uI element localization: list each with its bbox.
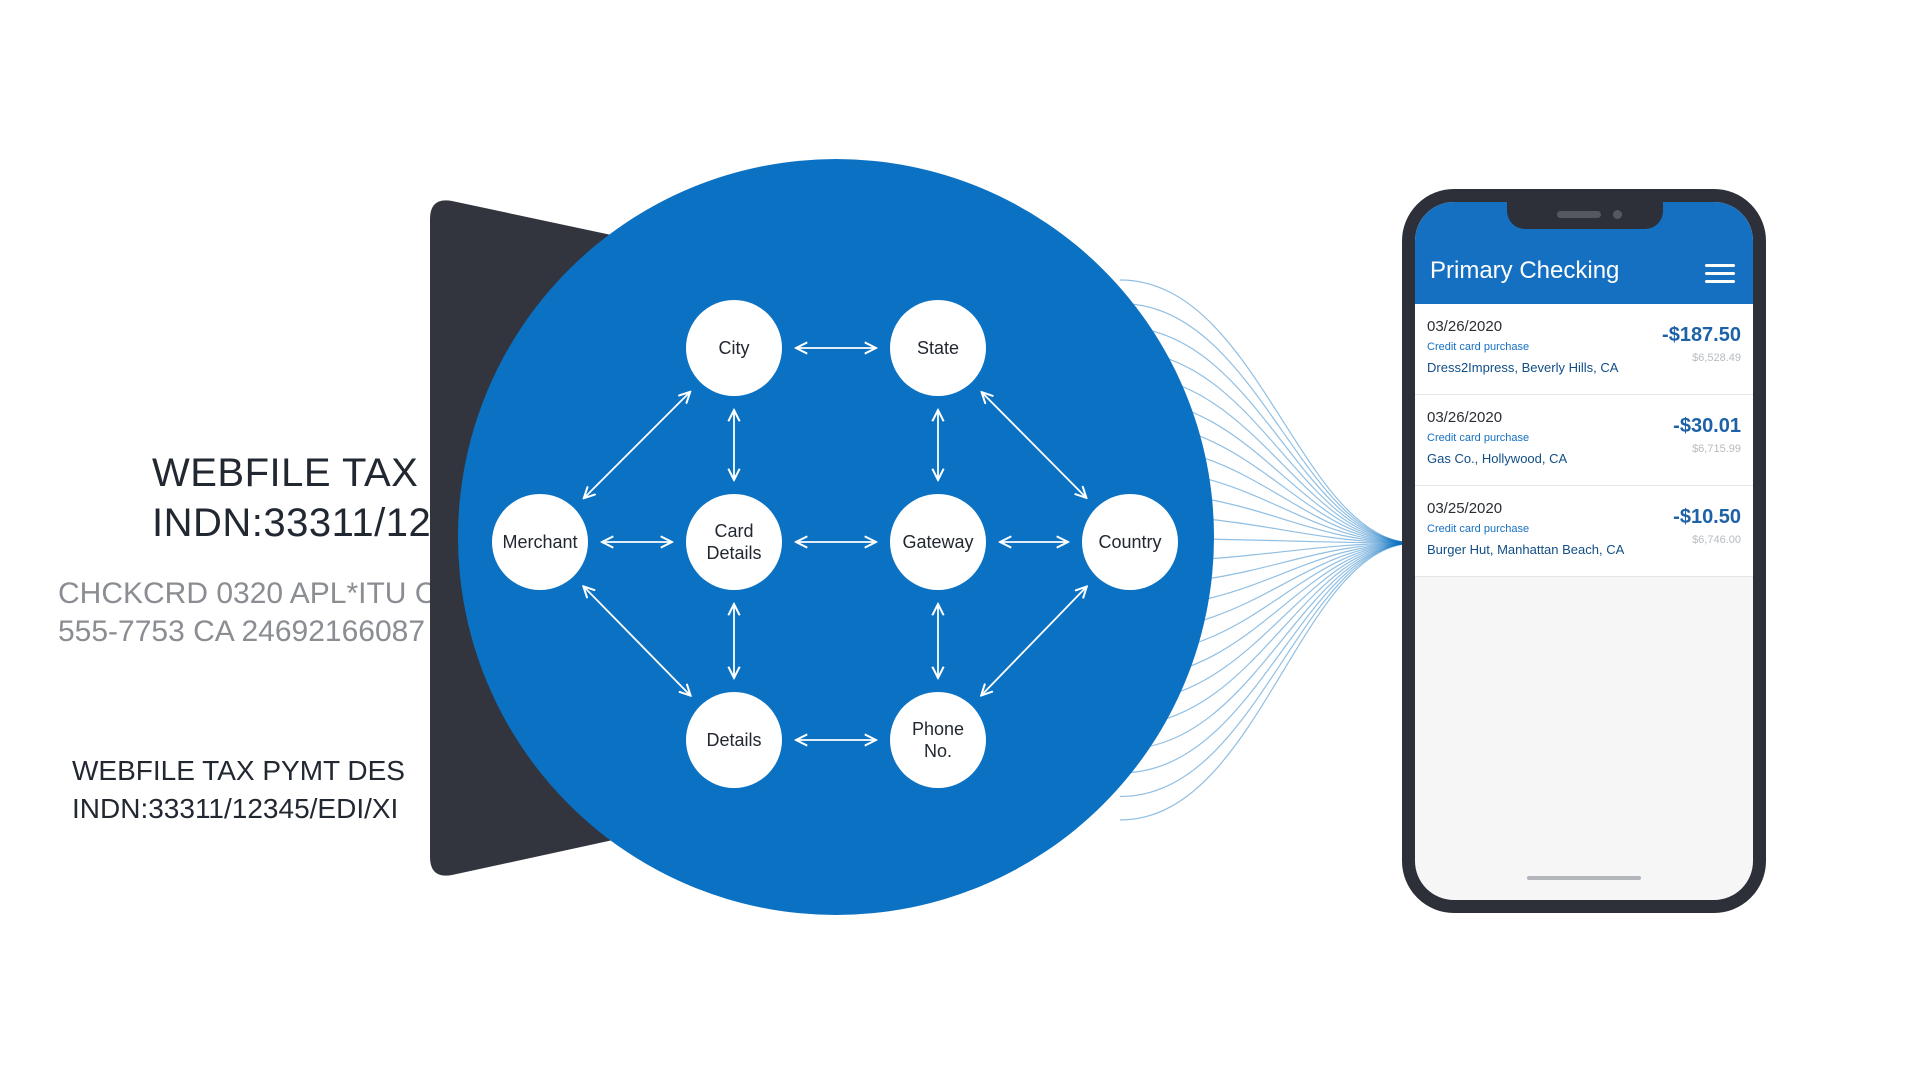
flow-line xyxy=(1119,542,1416,774)
phone-notch xyxy=(1507,202,1663,229)
transaction-amount: -$10.50 xyxy=(1673,506,1741,528)
node-circle xyxy=(890,300,986,396)
flow-line xyxy=(1119,326,1416,544)
node-circle xyxy=(890,692,986,788)
hamburger-menu-icon[interactable] xyxy=(1705,264,1735,284)
phone-mockup: Primary Checking 03/26/2020 Credit card … xyxy=(1402,189,1766,913)
node-label: Merchant xyxy=(502,532,577,552)
transaction-type: Credit card purchase xyxy=(1427,432,1530,444)
camera-icon xyxy=(1613,210,1622,219)
flow-line xyxy=(1119,542,1416,821)
flow-line xyxy=(1119,279,1416,544)
transaction-type: Credit card purchase xyxy=(1427,523,1530,535)
raw-transaction-line: INDN:33311/12345/EDI/XI xyxy=(72,793,399,824)
node-circle xyxy=(890,494,986,590)
raw-transaction-text-1: WEBFILE TAX INDN:33311/123 xyxy=(152,448,454,548)
transaction-amount: -$187.50 xyxy=(1662,324,1741,346)
node-label: No. xyxy=(924,741,952,761)
edge-phone-no-country xyxy=(981,587,1087,696)
node-country: Country xyxy=(1082,494,1178,590)
node-circle xyxy=(686,300,782,396)
raw-transaction-line: INDN:33311/123 xyxy=(152,501,454,545)
node-gateway: Gateway xyxy=(890,494,986,590)
diagram-edges xyxy=(583,348,1086,740)
transaction-list: 03/26/2020 Credit card purchase Dress2Im… xyxy=(1415,304,1753,577)
node-label: Gateway xyxy=(902,532,973,552)
flow-line xyxy=(1119,542,1416,727)
node-details: Details xyxy=(686,692,782,788)
transaction-row[interactable]: 03/26/2020 Credit card purchase Gas Co.,… xyxy=(1415,395,1753,486)
edge-merchant-details xyxy=(583,586,690,695)
transaction-balance: $6,746.00 xyxy=(1692,534,1741,546)
raw-transaction-line: WEBFILE TAX xyxy=(152,451,419,495)
transaction-date: 03/26/2020 xyxy=(1427,318,1503,335)
transaction-date: 03/25/2020 xyxy=(1427,500,1503,517)
raw-transaction-line: CHCKCRD 0320 APL*ITU C xyxy=(58,577,437,610)
node-merchant: Merchant xyxy=(492,494,588,590)
transaction-merchant: Dress2Impress, Beverly Hills, CA xyxy=(1427,360,1619,375)
raw-transaction-text-3: WEBFILE TAX PYMT DES INDN:33311/12345/ED… xyxy=(72,752,405,828)
node-label: State xyxy=(917,338,959,358)
node-city: City xyxy=(686,300,782,396)
transaction-type: Credit card purchase xyxy=(1427,341,1530,353)
home-indicator xyxy=(1527,876,1641,880)
transaction-merchant: Burger Hut, Manhattan Beach, CA xyxy=(1427,542,1625,557)
flow-line xyxy=(1119,349,1416,544)
flow-line xyxy=(1119,542,1416,751)
node-label: Details xyxy=(706,730,761,750)
raw-transaction-line: 555-7753 CA 24692166087 xyxy=(58,615,426,648)
account-title: Primary Checking xyxy=(1430,257,1620,284)
node-label: Card xyxy=(714,521,753,541)
app-header: Primary Checking xyxy=(1415,202,1753,304)
raw-transaction-line: WEBFILE TAX PYMT DES xyxy=(72,755,405,786)
node-circle xyxy=(686,692,782,788)
node-label: Details xyxy=(706,543,761,563)
transaction-balance: $6,715.99 xyxy=(1692,443,1741,455)
flow-line xyxy=(1119,302,1416,544)
transaction-balance: $6,528.49 xyxy=(1692,352,1741,364)
node-circle xyxy=(1082,494,1178,590)
flow-line xyxy=(1119,542,1416,798)
transaction-row[interactable]: 03/26/2020 Credit card purchase Dress2Im… xyxy=(1415,304,1753,395)
node-label: Phone xyxy=(912,719,964,739)
transaction-merchant: Gas Co., Hollywood, CA xyxy=(1427,451,1568,466)
edge-merchant-city xyxy=(584,392,690,498)
edge-state-country xyxy=(982,392,1087,498)
transaction-row[interactable]: 03/25/2020 Credit card purchase Burger H… xyxy=(1415,486,1753,577)
transaction-amount: -$30.01 xyxy=(1673,415,1741,437)
node-circle xyxy=(686,494,782,590)
node-circle xyxy=(492,494,588,590)
raw-transaction-text-2: CHCKCRD 0320 APL*ITU C 555-7753 CA 24692… xyxy=(58,575,436,651)
node-label: Country xyxy=(1098,532,1161,552)
node-label: City xyxy=(719,338,750,358)
speaker-icon xyxy=(1557,211,1601,218)
node-state: State xyxy=(890,300,986,396)
transaction-date: 03/26/2020 xyxy=(1427,409,1503,426)
